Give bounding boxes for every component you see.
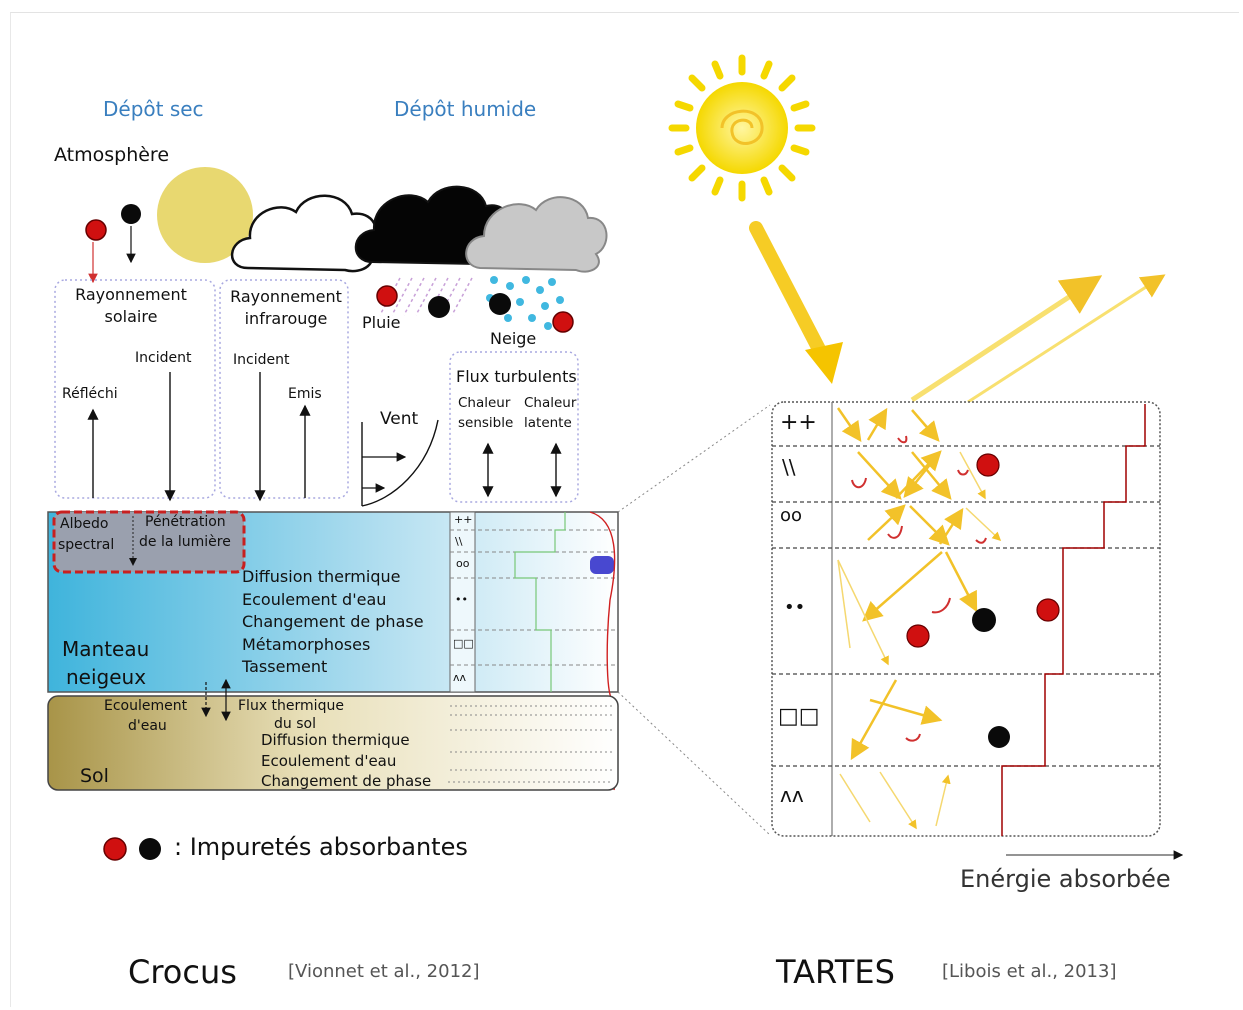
snow-process-3: Changement de phase <box>242 612 424 631</box>
tartes-reference: [Libois et al., 2013] <box>942 961 1117 982</box>
absorbed-energy-profile <box>1001 404 1146 836</box>
rain-streaks <box>379 277 473 316</box>
incoming-sunbeam <box>749 221 829 362</box>
solar-reflected: Réfléchi <box>62 386 118 402</box>
infrared-incident: Incident <box>233 352 290 368</box>
crocus-layer-6: ʌʌ <box>453 671 467 684</box>
solar-title-1: Rayonnement <box>75 285 187 304</box>
energy-axis-label: Enérgie absorbée <box>960 865 1171 893</box>
atmosphere-label: Atmosphère <box>54 144 170 166</box>
snow-process-2: Ecoulement d'eau <box>242 590 387 609</box>
snow-process-4: Métamorphoses <box>242 635 371 654</box>
tartes-layer-1: ++ <box>780 410 817 435</box>
solar-incident: Incident <box>135 350 192 366</box>
temperature-profile <box>514 512 566 692</box>
crocus-layer-4: •• <box>455 593 468 606</box>
soil-process-2: Ecoulement d'eau <box>261 752 397 770</box>
tartes-box <box>771 401 1161 837</box>
light-penetration-1: Pénétration <box>145 514 226 530</box>
tartes-layer-3: oo <box>780 505 803 526</box>
soil-flow-1: Ecoulement <box>104 698 188 714</box>
soil-process-1: Diffusion thermique <box>261 731 410 749</box>
rain-impurity-black <box>428 296 450 318</box>
tartes-layer-2: \\ <box>782 455 796 479</box>
soil-flux-1: Flux thermique <box>238 698 344 714</box>
snow-label: Neige <box>490 329 537 348</box>
soil-process-3: Changement de phase <box>261 772 432 790</box>
snow-process-1: Diffusion thermique <box>242 567 401 586</box>
crocus-layer-3: oo <box>456 557 470 570</box>
legend-black-dot <box>139 838 161 860</box>
solar-title-2: solaire <box>104 307 158 326</box>
crocus-title: Crocus <box>128 953 237 991</box>
impurity-black-dot <box>121 204 141 224</box>
tartes-layer-4: •• <box>784 597 806 618</box>
crocus-layer-2: \\ <box>455 535 463 548</box>
sun-disc <box>157 167 253 263</box>
turbulent-title: Flux turbulents <box>456 367 577 386</box>
infrared-title-1: Rayonnement <box>230 287 342 306</box>
sensible-heat-1: Chaleur <box>458 395 511 411</box>
tartes-layer-5: □□ <box>778 704 820 729</box>
crocus-reference: [Vionnet et al., 2012] <box>288 961 480 982</box>
light-penetration-2: de la lumière <box>139 534 231 550</box>
latent-heat-2: latente <box>524 415 572 431</box>
infrared-title-2: infrarouge <box>244 309 328 328</box>
grey-cloud <box>465 196 608 273</box>
tartes-title: TARTES <box>776 953 895 991</box>
albedo-label-1: Albedo <box>60 516 109 532</box>
albedo-label-2: spectral <box>58 537 115 553</box>
snowpack-label-1: Manteau <box>62 637 150 661</box>
sensible-heat-2: sensible <box>458 415 514 431</box>
white-cloud <box>230 194 378 273</box>
infrared-emitted: Emis <box>288 386 322 402</box>
soil-label: Sol <box>80 765 109 787</box>
soil-block <box>47 695 619 791</box>
snowpack-label-2: neigeux <box>66 665 147 689</box>
blue-marker <box>590 556 614 574</box>
impurity-red-dot <box>85 219 107 241</box>
albedo-light-box <box>52 510 246 574</box>
snow-process-5: Tassement <box>242 657 328 676</box>
page-frame <box>10 12 1239 1007</box>
legend-red-dot <box>103 837 127 861</box>
wind-profile <box>361 419 439 507</box>
rain-impurity-red <box>376 285 398 307</box>
rain-label: Pluie <box>362 313 401 332</box>
header-dry-deposition: Dépôt sec <box>103 97 204 121</box>
snowflakes <box>486 276 564 330</box>
snow-impurity-black <box>489 293 511 315</box>
crocus-layer-1: ++ <box>454 513 473 526</box>
legend-text: : Impuretés absorbantes <box>174 833 468 861</box>
soil-flow-2: d'eau <box>128 718 167 734</box>
header-wet-deposition: Dépôt humide <box>394 97 537 121</box>
latent-heat-1: Chaleur <box>524 395 577 411</box>
wind-label: Vent <box>380 409 419 429</box>
reflected-beam <box>910 275 1103 403</box>
soil-flux-2: du sol <box>274 716 316 732</box>
crocus-layer-5: □□ <box>453 637 474 650</box>
infrared-box <box>219 279 349 499</box>
sun-icon <box>668 54 816 202</box>
tartes-layer-6: ʌʌ <box>780 783 804 807</box>
solar-box <box>54 279 216 499</box>
snow-impurity-red <box>552 311 574 333</box>
